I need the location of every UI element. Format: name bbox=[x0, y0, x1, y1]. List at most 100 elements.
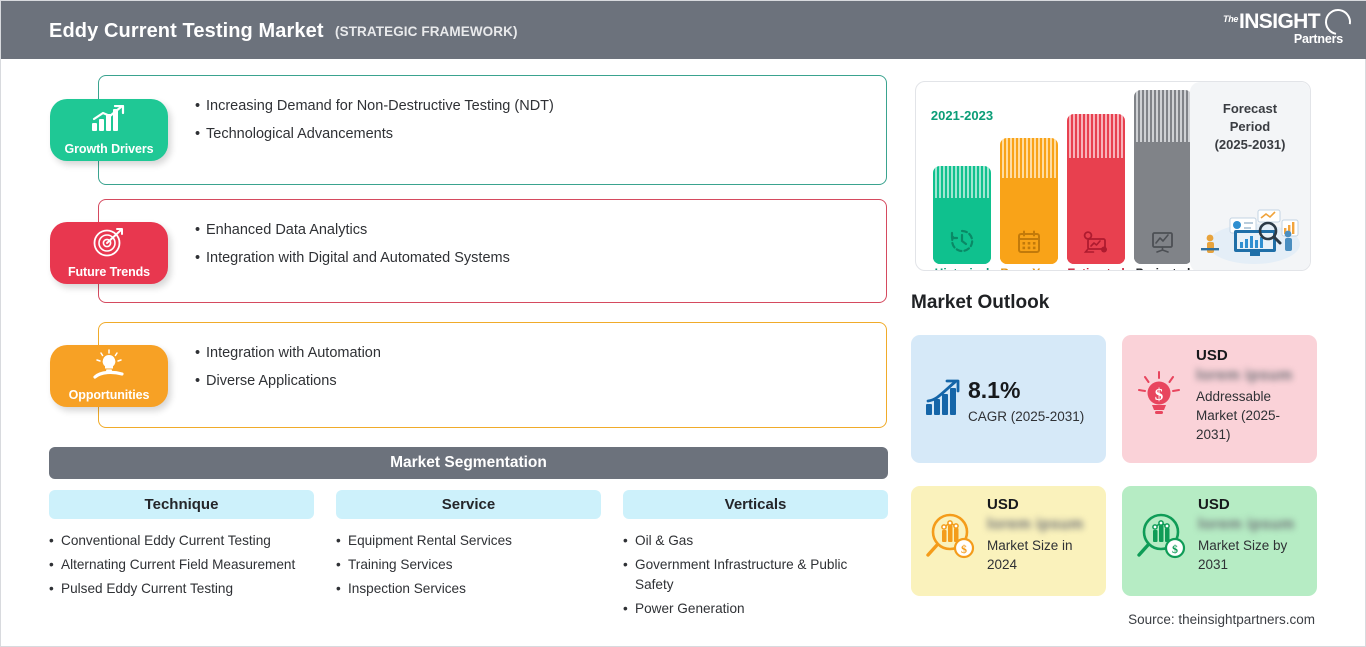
market-size-2024-body: USD lorem ipsum Market Size in 2024 bbox=[987, 496, 1099, 574]
badge-label: Growth Drivers bbox=[64, 142, 154, 156]
list-item: Pulsed Eddy Current Testing bbox=[49, 579, 314, 599]
card-caption: Addressable Market (2025-2031) bbox=[1196, 389, 1281, 442]
card-caption: Market Size in 2024 bbox=[987, 538, 1073, 572]
magnifier-bar-chart-dollar-icon: $ bbox=[1134, 511, 1188, 568]
opportunities-bullets: •Integration with Automation •Diverse Ap… bbox=[195, 339, 381, 395]
addressable-market-body: USD lorem ipsum Addressable Market (2025… bbox=[1196, 347, 1308, 444]
svg-text:$: $ bbox=[1155, 385, 1164, 404]
card-market-size-2024: $ USD lorem ipsum Market Size in 2024 bbox=[911, 486, 1106, 596]
bullet-text: Integration with Digital and Automated S… bbox=[206, 250, 510, 266]
bar-year-label: 2021-2023 bbox=[930, 108, 994, 123]
list-item: •Diverse Applications bbox=[195, 373, 337, 389]
currency-label: USD bbox=[987, 496, 1019, 513]
team-analytics-illustration bbox=[1201, 209, 1300, 264]
badge-label: Future Trends bbox=[67, 265, 151, 279]
svg-text:$: $ bbox=[961, 542, 967, 556]
bar-caption: Historical Years bbox=[923, 266, 1001, 270]
growth-drivers-bullets: •Increasing Demand for Non-Destructive T… bbox=[195, 92, 554, 148]
forecast-bars: 2021-2023 Historical Years 2024 bbox=[916, 82, 1192, 270]
segmentation-column-technique: Technique Conventional Eddy Current Test… bbox=[49, 490, 314, 615]
segment-list: Conventional Eddy Current Testing Altern… bbox=[49, 531, 314, 599]
segmentation-column-service: Service Equipment Rental Services Traini… bbox=[336, 490, 601, 615]
forecast-bar-projected: 2031 Projected Year bbox=[1134, 90, 1192, 270]
cagr-caption: CAGR (2025-2031) bbox=[968, 409, 1085, 424]
future-trends-panel: •Enhanced Data Analytics •Integration wi… bbox=[98, 199, 887, 303]
bar-caption: Base Year bbox=[990, 266, 1068, 270]
forecast-bar-base: 2024 bbox=[1000, 138, 1058, 270]
list-item: Conventional Eddy Current Testing bbox=[49, 531, 314, 551]
forecast-line-3: (2025-2031) bbox=[1214, 137, 1286, 152]
list-item: •Technological Advancements bbox=[195, 126, 394, 142]
badge-label: Opportunities bbox=[68, 388, 150, 402]
badge-future-trends[interactable]: Future Trends bbox=[50, 222, 168, 284]
segment-title: Technique bbox=[49, 490, 314, 519]
segment-list: Oil & Gas Government Infrastructure & Pu… bbox=[623, 531, 888, 619]
bullet-text: Diverse Applications bbox=[206, 373, 337, 389]
card-cagr: 8.1% CAGR (2025-2031) bbox=[911, 335, 1106, 463]
list-item: Equipment Rental Services bbox=[336, 531, 601, 551]
bullet-text: Increasing Demand for Non-Destructive Te… bbox=[206, 98, 554, 114]
target-dartboard-icon bbox=[50, 227, 168, 257]
currency-label: USD bbox=[1198, 496, 1230, 513]
segment-title: Service bbox=[336, 490, 601, 519]
bullet-text: Integration with Automation bbox=[206, 345, 381, 361]
page-subtitle: (STRATEGIC FRAMEWORK) bbox=[335, 24, 518, 39]
forecast-bar-estimated: 2025 Estimated Year bbox=[1067, 114, 1125, 270]
segment-title: Verticals bbox=[623, 490, 888, 519]
opportunities-panel: •Integration with Automation •Diverse Ap… bbox=[98, 322, 887, 428]
clock-history-icon bbox=[933, 228, 991, 254]
bar-caption: Projected Year bbox=[1124, 266, 1202, 270]
lightbulb-in-hand-icon bbox=[50, 349, 168, 380]
bar-chart-arrow-icon bbox=[925, 379, 965, 422]
redacted-amount: lorem ipsum bbox=[1198, 516, 1295, 533]
card-market-size-2031: $ USD lorem ipsum Market Size by 2031 bbox=[1122, 486, 1317, 596]
magnifier-bar-chart-dollar-icon: $ bbox=[923, 511, 977, 568]
redacted-amount: lorem ipsum bbox=[987, 516, 1084, 533]
list-item: Inspection Services bbox=[336, 579, 601, 599]
insight-partners-logo: The INSIGHT Partners bbox=[1223, 3, 1357, 51]
list-item: Government Infrastructure & Public Safet… bbox=[623, 555, 888, 595]
forecast-line-1: Forecast bbox=[1222, 101, 1278, 116]
forecast-bar-historical: 2021-2023 Historical Years bbox=[931, 108, 993, 270]
list-item: •Increasing Demand for Non-Destructive T… bbox=[195, 98, 554, 114]
cagr-value: 8.1% bbox=[968, 377, 1021, 403]
bullet-text: Technological Advancements bbox=[206, 126, 394, 142]
segmentation-column-verticals: Verticals Oil & Gas Government Infrastru… bbox=[623, 490, 888, 635]
list-item: Alternating Current Field Measurement bbox=[49, 555, 314, 575]
presentation-chart-icon bbox=[1134, 230, 1192, 254]
card-addressable-market: $ USD lorem ipsum Addressable Market (20… bbox=[1122, 335, 1317, 463]
forecast-period-card: 2021-2023 Historical Years 2024 bbox=[915, 81, 1311, 271]
bullet-text: Enhanced Data Analytics bbox=[206, 222, 368, 238]
page-title: Eddy Current Testing Market bbox=[49, 20, 324, 42]
redacted-amount: lorem ipsum bbox=[1196, 367, 1293, 384]
list-item: Power Generation bbox=[623, 599, 888, 619]
bar-caption: Estimated Year bbox=[1057, 266, 1135, 270]
list-item: •Integration with Digital and Automated … bbox=[195, 250, 510, 266]
card-caption: Market Size by 2031 bbox=[1198, 538, 1288, 572]
list-item: Training Services bbox=[336, 555, 601, 575]
logo-partners: Partners bbox=[1293, 32, 1343, 46]
market-outlook-title: Market Outlook bbox=[911, 292, 1050, 313]
market-size-2031-body: USD lorem ipsum Market Size by 2031 bbox=[1198, 496, 1310, 574]
logo-the: The bbox=[1223, 14, 1239, 24]
forecast-line-2: Period bbox=[1229, 119, 1271, 134]
growth-drivers-panel: •Increasing Demand for Non-Destructive T… bbox=[98, 75, 887, 185]
calendar-icon bbox=[1000, 230, 1058, 254]
future-trends-bullets: •Enhanced Data Analytics •Integration wi… bbox=[195, 216, 510, 272]
list-item: Oil & Gas bbox=[623, 531, 888, 551]
source-text: Source: theinsightpartners.com bbox=[1128, 612, 1315, 627]
bar-chart-growth-icon bbox=[50, 104, 168, 134]
header-bar: Eddy Current Testing Market (STRATEGIC F… bbox=[1, 1, 1366, 59]
forecast-period-panel: Forecast Period (2025-2031) bbox=[1190, 82, 1310, 270]
segment-list: Equipment Rental Services Training Servi… bbox=[336, 531, 601, 599]
list-item: •Integration with Automation bbox=[195, 345, 381, 361]
svg-text:$: $ bbox=[1172, 542, 1178, 556]
currency-label: USD bbox=[1196, 347, 1228, 364]
logo-insight: INSIGHT bbox=[1239, 10, 1321, 33]
forecast-period-text: Forecast Period (2025-2031) bbox=[1190, 100, 1310, 154]
market-segmentation-header: Market Segmentation bbox=[49, 447, 888, 479]
badge-opportunities[interactable]: Opportunities bbox=[50, 345, 168, 407]
badge-growth-drivers[interactable]: Growth Drivers bbox=[50, 99, 168, 161]
list-item: •Enhanced Data Analytics bbox=[195, 222, 368, 238]
